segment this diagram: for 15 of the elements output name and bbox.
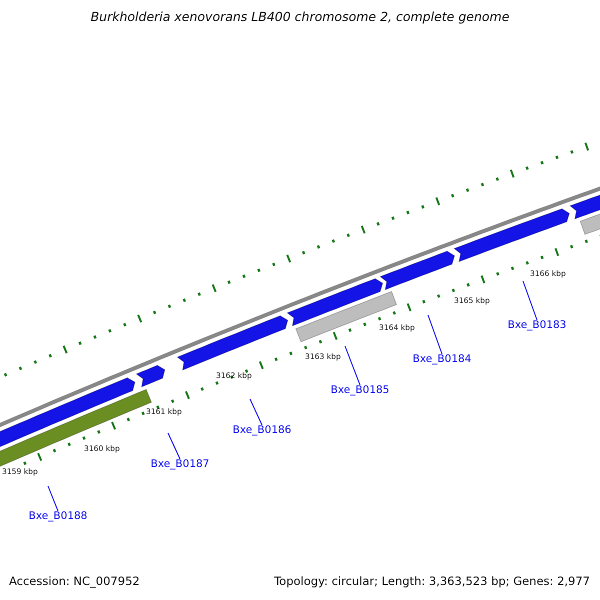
gene-label: Bxe_B0186 bbox=[232, 424, 292, 437]
gene-label: Bxe_B0183 bbox=[508, 319, 566, 332]
gene-label: Bxe_B0185 bbox=[330, 384, 390, 397]
gene-label: Bxe_B0188 bbox=[28, 510, 88, 523]
gene-label: Bxe_B0184 bbox=[412, 353, 472, 366]
leader-line bbox=[428, 314, 442, 354]
accession-number: Accession: NC_007952 bbox=[9, 574, 140, 588]
leader-line bbox=[344, 346, 360, 386]
gene-label: Bxe_B0187 bbox=[150, 458, 210, 471]
genome-summary: Topology: circular; Length: 3,363,523 bp; Genes: 2,977 bbox=[274, 574, 590, 588]
leader-line bbox=[250, 398, 262, 426]
leader-line bbox=[522, 280, 538, 320]
leader-line bbox=[48, 486, 58, 512]
title: Burkholderia xenovorans LB400 chromosome 2, complete genome bbox=[90, 9, 510, 24]
leader-line bbox=[168, 432, 180, 460]
